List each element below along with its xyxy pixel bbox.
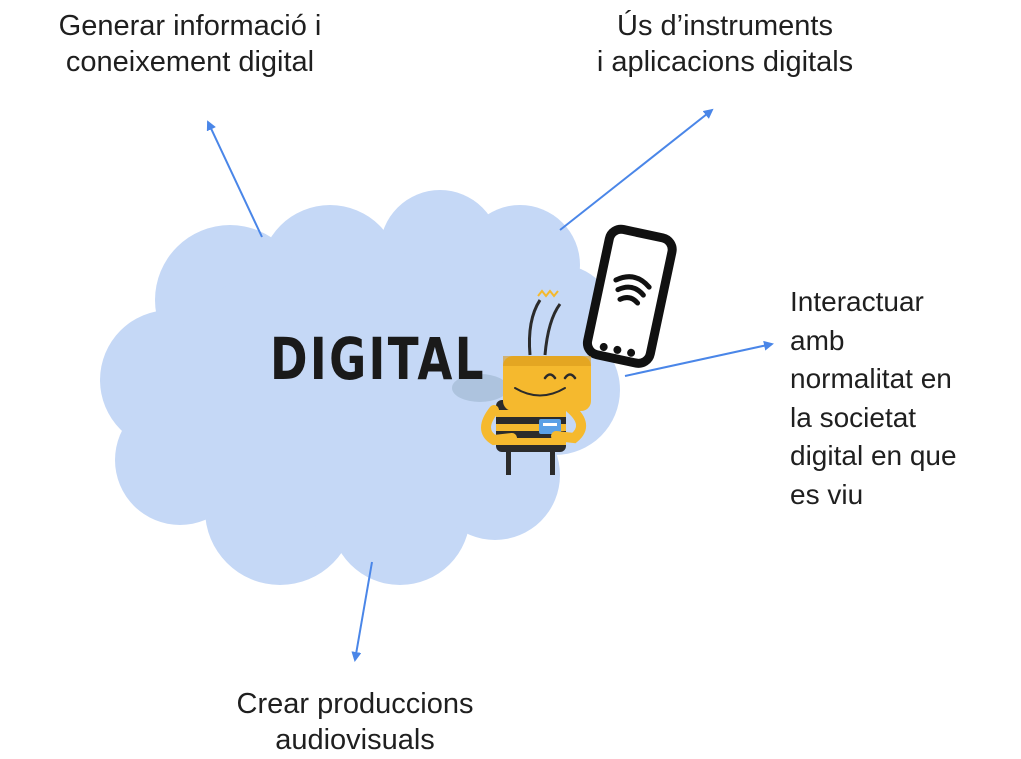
bee-mascot-icon [452,289,591,475]
label-line: la societat [790,401,917,433]
label-line: i aplicacions digitals [596,46,854,78]
label-line: amb [790,324,845,356]
label-line: normalitat en [790,363,952,394]
arrow-bottom [351,561,373,662]
label-line: Ús d’instruments [617,10,833,42]
label-interactuar: Interactuar amb normalitat en la societa… [790,283,1015,514]
label-generar-informacio: Generar informació i coneixement digital [10,8,370,80]
label-line: digital en que [790,440,957,471]
label-line: Interactuar [790,286,924,317]
label-us-instruments: Ús d’instruments i aplicacions digitals [540,8,910,80]
cloud-shape [100,190,620,585]
label-line: Crear produccions [236,688,474,720]
label-line: Generar informació i [58,10,322,42]
label-crear-produccions: Crear produccions audiovisuals [190,686,520,758]
arrow-top-left [206,120,263,238]
label-line: es viu [790,478,864,510]
smartphone-wifi-icon [582,224,677,368]
arrow-top-right [559,108,714,231]
cloud-title: DIGITAL [270,325,486,393]
arrow-right [624,340,774,377]
label-line: coneixement digital [65,46,315,78]
label-line: audiovisuals [275,724,435,756]
